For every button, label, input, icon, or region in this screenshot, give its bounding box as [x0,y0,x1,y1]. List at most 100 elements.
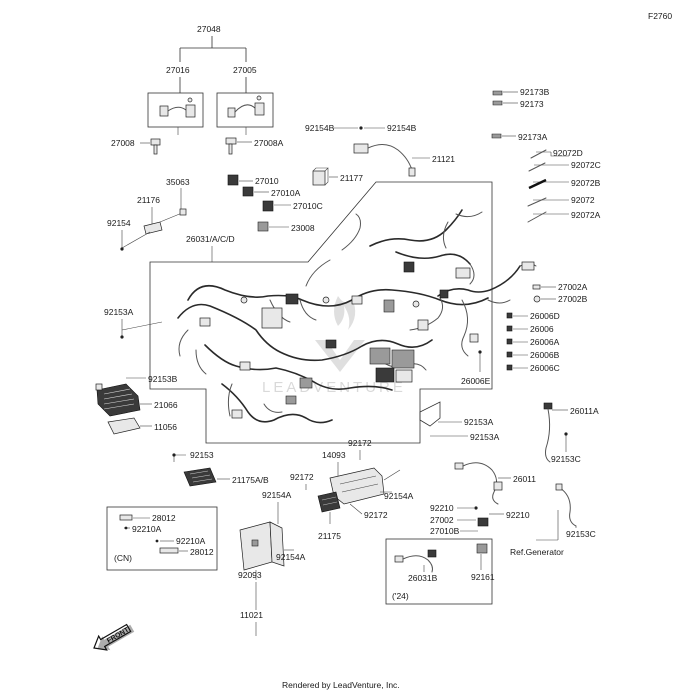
svg-text:27048: 27048 [197,24,221,34]
callout-92072[interactable]: 92072 [571,195,595,205]
callout-92072C[interactable]: 92072C [571,160,601,170]
callout-92154A-left[interactable]: 92154A [262,490,292,500]
callout-92153B[interactable]: 92153B [148,374,178,384]
callout-11021[interactable]: 11021 [240,610,263,620]
year-24-variant-box [385,538,493,605]
callout-27008A[interactable]: 27008A [254,138,284,148]
callout-92154[interactable]: 92154 [107,218,131,228]
callout-92154A-lower[interactable]: 92154A [276,552,306,562]
clamp-92153A-icon [419,401,441,427]
callout-92153A-right-2[interactable]: 92153A [470,432,500,442]
callout-26031B[interactable]: 26031B [408,573,438,583]
callout-92153C-lower[interactable]: 92153C [566,529,596,539]
callout-27002B[interactable]: 27002B [558,294,588,304]
callout-26006B[interactable]: 26006B [530,350,560,360]
callout-11056[interactable]: 11056 [154,422,177,432]
callout-27010[interactable]: 27010 [255,176,279,186]
callout-26006[interactable]: 26006 [530,324,554,334]
clip-92173-icon [492,100,503,106]
callout-92173A[interactable]: 92173A [518,132,548,142]
footer-credit: Rendered by LeadVenture, Inc. [282,680,400,690]
callout-92210-right[interactable]: 92210 [506,510,530,520]
relay-terminals-26006-group [506,312,513,371]
sensor-27005-icon [227,95,265,118]
callout-35063[interactable]: 35063 [166,177,190,187]
main-harness-frame [149,181,493,444]
callout-26006E[interactable]: 26006E [461,376,491,386]
regulator-21066-icon [95,383,141,417]
lead-26031B-icon [394,549,437,573]
callout-26006D[interactable]: 26006D [530,311,560,321]
callout-28012-cn-bottom[interactable]: 28012 [190,547,214,557]
fuse-27002A-icon [532,284,541,290]
cn-variant-box [106,506,218,571]
callout-92210A-cn-1[interactable]: 92210A [132,524,162,534]
callout-26006A[interactable]: 26006A [530,337,560,347]
grommet-23008-icon [257,221,269,232]
callout-92172-mid[interactable]: 92172 [290,472,314,482]
callout-92172-bottom[interactable]: 92172 [364,510,388,520]
callout-27010B[interactable]: 27010B [430,526,460,536]
callout-92072B[interactable]: 92072B [571,178,601,188]
callout-21177[interactable]: 21177 [340,173,363,183]
band-92072A-icon [527,211,547,223]
sensor-21121-icon [353,143,416,177]
sensor-27010C-icon [262,200,274,212]
callout-92153A-right-1[interactable]: 92153A [464,417,494,427]
callout-26031ACD[interactable]: 26031/A/C/D [186,234,235,244]
switch-92161-icon [476,543,488,554]
callout-26011A[interactable]: 26011A [570,406,599,416]
callout-23008[interactable]: 23008 [291,223,315,233]
callout-27016[interactable]: 27016 [166,65,190,75]
callout-92072A[interactable]: 92072A [571,210,601,220]
band-92072-icon [527,197,547,207]
sensor-kit-box-27005 [216,92,274,128]
callout-27002[interactable]: 27002 [430,515,454,525]
callout-92153A-left[interactable]: 92153A [104,307,134,317]
callout-21121[interactable]: 21121 [432,154,455,164]
callout-27010A[interactable]: 27010A [271,188,301,198]
callout-21175AB[interactable]: 21175A/B [232,475,269,485]
callout-26011[interactable]: 26011 [513,474,536,484]
callout-92161[interactable]: 92161 [471,572,495,582]
switch-27010B-icon [477,517,489,527]
callout-21176[interactable]: 21176 [137,195,160,205]
front-arrow-icon: FRONT [93,623,135,651]
callout-92210-left[interactable]: 92210 [430,503,454,513]
callout-27010C[interactable]: 27010C [293,201,323,211]
fuse-27002B-icon [533,295,541,303]
lead-26011-icon [454,462,503,505]
callout-14093[interactable]: 14093 [322,450,346,460]
callout-92093[interactable]: 92093 [238,570,262,580]
clip-92173B-icon [492,90,503,96]
callout-27005[interactable]: 27005 [233,65,257,75]
callout-92153[interactable]: 92153 [190,450,214,460]
main-wiring-harness-drawing [177,209,537,424]
connector-28012-b-icon [159,547,179,554]
callout-27008[interactable]: 27008 [111,138,135,148]
connector-28012-icon [119,514,133,521]
callout-92210A-cn-2[interactable]: 92210A [176,536,206,546]
callout-21175[interactable]: 21175 [318,531,341,541]
callout-27048[interactable]: 27048 [179,24,247,62]
ref-generator-note: Ref.Generator [510,547,564,557]
callout-92154B-left[interactable]: 92154B [305,123,335,133]
callout-92172-top[interactable]: 92172 [348,438,372,448]
clamp-21176-icon [143,208,187,235]
sensor-27010-icon [227,174,239,186]
callout-92173B[interactable]: 92173B [520,87,550,97]
callout-27002A[interactable]: 27002A [558,282,588,292]
callout-92173[interactable]: 92173 [520,99,544,109]
callout-92072D[interactable]: 92072D [553,148,583,158]
callout-92154B-right[interactable]: 92154B [387,123,417,133]
band-92072D-icon [530,149,547,159]
callout-21066[interactable]: 21066 [154,400,178,410]
watermark-logo: LEADVENTURE [262,296,403,396]
callout-26006C[interactable]: 26006C [530,363,560,373]
clip-92173A-icon [491,133,502,139]
bolt-27008A-icon [225,137,237,155]
callout-28012-cn-top[interactable]: 28012 [152,513,176,523]
cn-note: (CN) [114,553,132,563]
callout-92153C-upper[interactable]: 92153C [551,454,581,464]
callout-92154A-right[interactable]: 92154A [384,491,414,501]
